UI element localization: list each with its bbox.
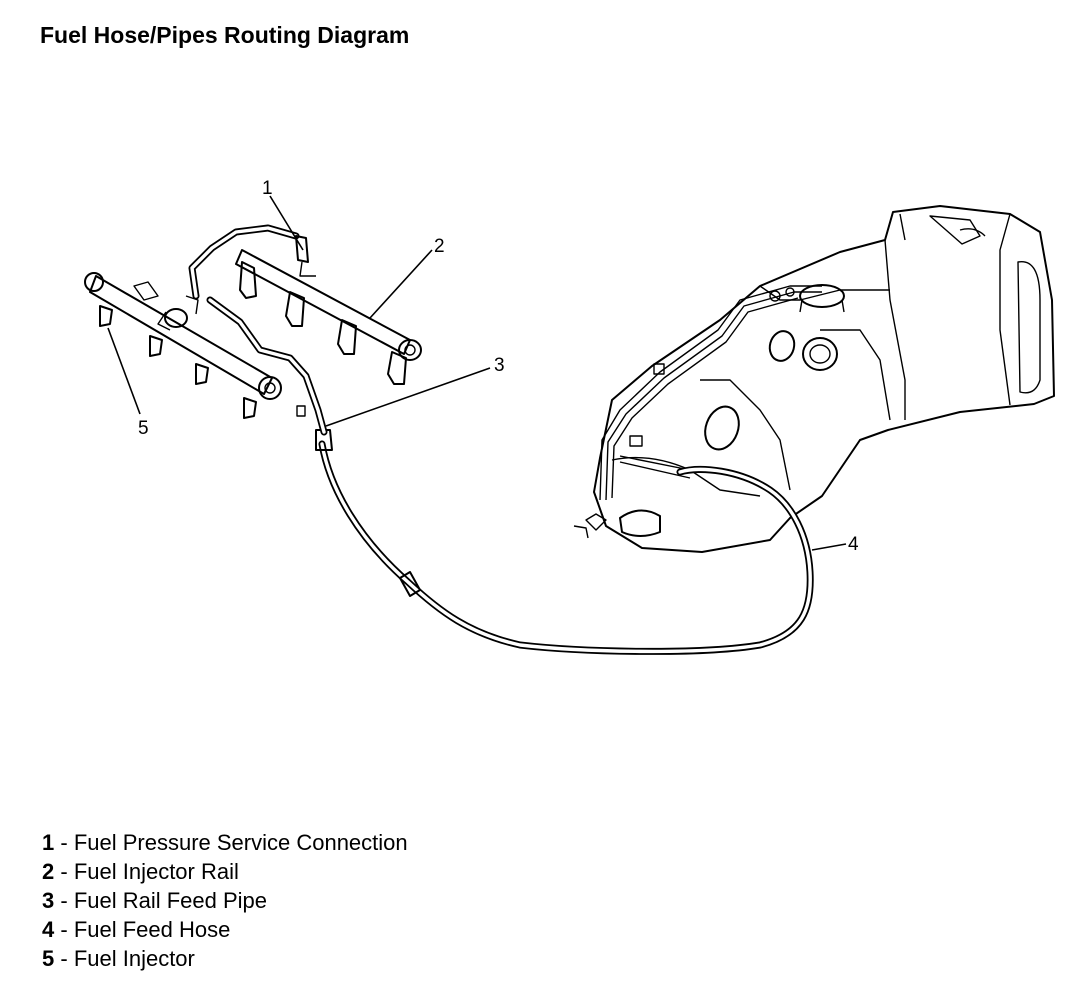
- legend-item: 2 - Fuel Injector Rail: [42, 859, 239, 884]
- callout-1: 1: [262, 178, 273, 199]
- injector: [387, 351, 407, 385]
- injector: [195, 363, 209, 385]
- legend-item: 4 - Fuel Feed Hose: [42, 917, 231, 942]
- injector: [99, 305, 113, 327]
- injector: [243, 397, 257, 419]
- leader-line-1: [269, 195, 304, 251]
- legend-item: 1 - Fuel Pressure Service Connection: [42, 830, 408, 855]
- injector: [285, 291, 305, 327]
- fuel-injectors: [99, 261, 407, 419]
- fuel-routing-diagram: 1 2 3 4 5: [84, 178, 1055, 655]
- callout-2: 2: [434, 236, 445, 257]
- leader-line-4: [811, 543, 847, 551]
- legend-item: 5 - Fuel Injector: [42, 946, 195, 971]
- injector: [239, 261, 257, 299]
- callout-3: 3: [494, 355, 505, 376]
- legend: 1 - Fuel Pressure Service Connection 2 -…: [42, 828, 408, 973]
- fuel-feed-hose: [315, 429, 814, 655]
- callout-5: 5: [138, 418, 149, 439]
- leader-line-5: [107, 327, 141, 415]
- fuel-tank: [573, 205, 1055, 553]
- leader-line-2: [369, 249, 433, 319]
- leader-line-3: [325, 367, 491, 427]
- injector: [337, 319, 357, 355]
- callout-4: 4: [848, 534, 859, 555]
- injector: [149, 335, 163, 357]
- diagram-title: Fuel Hose/Pipes Routing Diagram: [40, 22, 410, 48]
- fuel-pressure-service-connection: [295, 235, 316, 277]
- fuel-rail-feed-pipe: [188, 224, 328, 436]
- legend-item: 3 - Fuel Rail Feed Pipe: [42, 888, 268, 913]
- fuel-injector-rail: [84, 249, 422, 400]
